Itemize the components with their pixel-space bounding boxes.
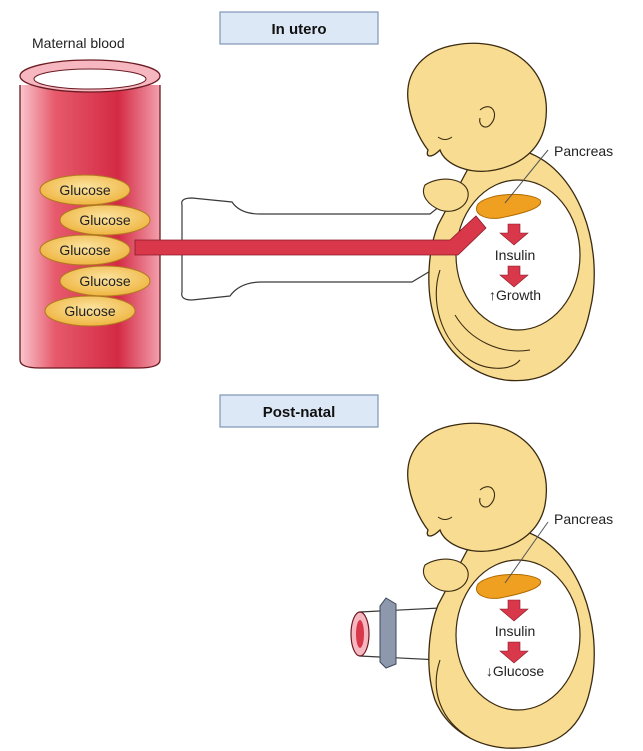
glucose-molecule: Glucose xyxy=(40,235,130,265)
glucose-label: Glucose xyxy=(79,212,131,228)
umbilical-clamp-icon xyxy=(380,598,396,668)
fetus-hand xyxy=(423,179,468,211)
pancreas-label: Pancreas xyxy=(554,511,613,527)
maternal-blood-label: Maternal blood xyxy=(32,35,125,51)
fetus-post-natal xyxy=(408,423,595,748)
low-glucose-label: ↓Glucose xyxy=(486,663,545,679)
fetus-head xyxy=(408,423,547,551)
insulin-label: Insulin xyxy=(495,247,535,263)
glucose-molecule: Glucose xyxy=(45,296,135,326)
fetus-head xyxy=(408,43,547,171)
growth-label: ↑Growth xyxy=(489,287,541,303)
glucose-label: Glucose xyxy=(59,182,111,198)
glucose-label: Glucose xyxy=(59,242,111,258)
cord-vessel xyxy=(356,620,364,648)
glucose-molecule: Glucose xyxy=(60,266,150,296)
post-natal-panel: Post-natal Pancreas Insulin ↓Glucose xyxy=(220,395,613,748)
in-utero-panel: In utero Maternal blood Glucose Glucose … xyxy=(20,12,613,381)
in-utero-title: In utero xyxy=(272,21,327,38)
glucose-molecule: Glucose xyxy=(40,175,130,205)
fetus-hand xyxy=(423,559,468,591)
glucose-molecule: Glucose xyxy=(60,205,150,235)
glucose-label: Glucose xyxy=(64,303,116,319)
post-natal-title-box: Post-natal xyxy=(220,395,378,427)
post-natal-title: Post-natal xyxy=(263,404,336,421)
vessel-lumen-inner xyxy=(34,69,146,89)
glucose-label: Glucose xyxy=(79,273,131,289)
pancreas-label: Pancreas xyxy=(554,143,613,159)
in-utero-title-box: In utero xyxy=(220,12,378,44)
insulin-label: Insulin xyxy=(495,623,535,639)
